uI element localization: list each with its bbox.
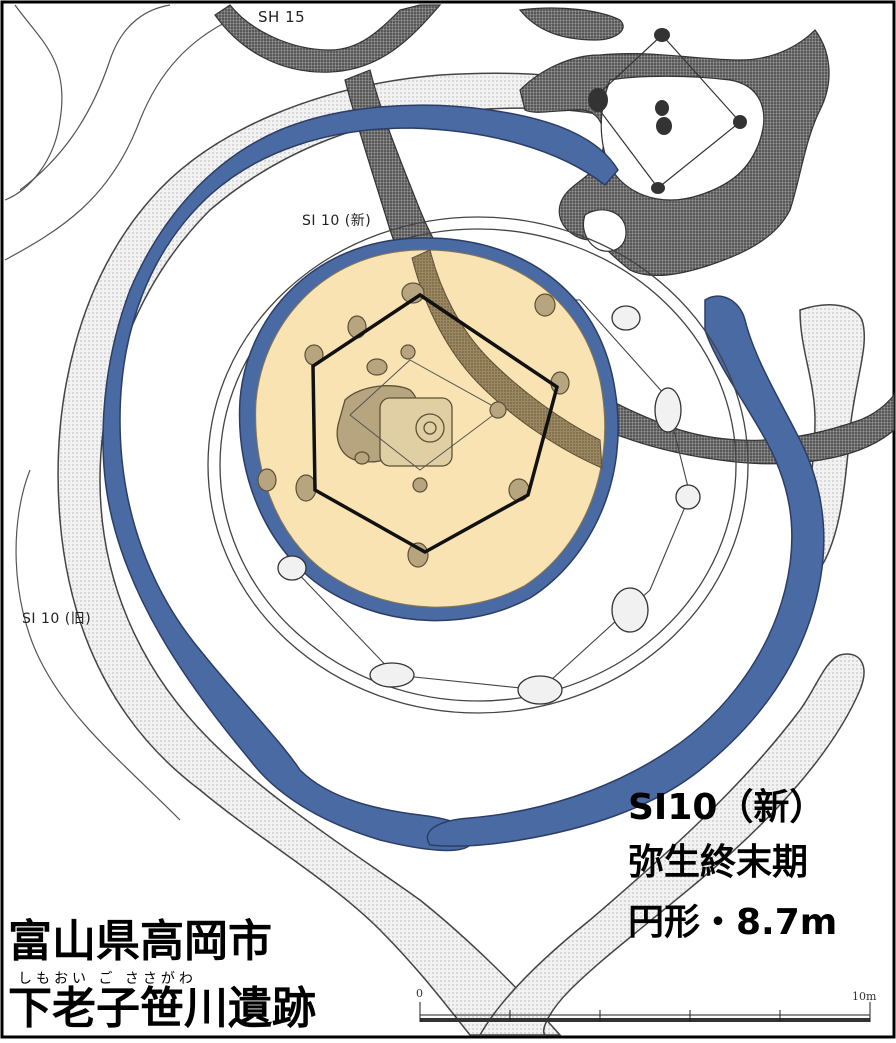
location-prefecture-city: 富山県高岡市 — [8, 916, 272, 967]
main-post-hexagon — [311, 292, 560, 555]
trench-over-floor — [411, 249, 603, 469]
info-phase-label: SI10（新） — [628, 787, 826, 828]
outer-blue-ditch — [102, 104, 619, 852]
square-post-structure — [588, 28, 747, 194]
info-period-label: 弥生終末期 — [628, 842, 809, 883]
label-si10-new: SI 10 (新) — [302, 213, 372, 229]
post-holes — [257, 282, 570, 568]
hearth-features — [336, 359, 501, 471]
label-sh15: SH 15 — [258, 8, 306, 26]
site-name: 下老子笹川遺跡 — [8, 983, 316, 1034]
scale-end-label: 10m — [852, 990, 877, 1003]
lower-dotted-ditch — [478, 653, 865, 1036]
scale-bar — [419, 1002, 871, 1022]
old-house-outline — [207, 216, 749, 714]
right-blue-ditch — [426, 295, 825, 847]
scale-start-label: 0 — [416, 987, 423, 1000]
info-shape-size-label: 円形・8.7m — [628, 902, 838, 943]
label-si10-old: SI 10 (旧) — [22, 611, 92, 627]
outer-post-holes — [277, 305, 701, 705]
outer-contours — [4, 4, 231, 821]
site-name-reading: しもおい ご ささがわ — [18, 971, 197, 987]
